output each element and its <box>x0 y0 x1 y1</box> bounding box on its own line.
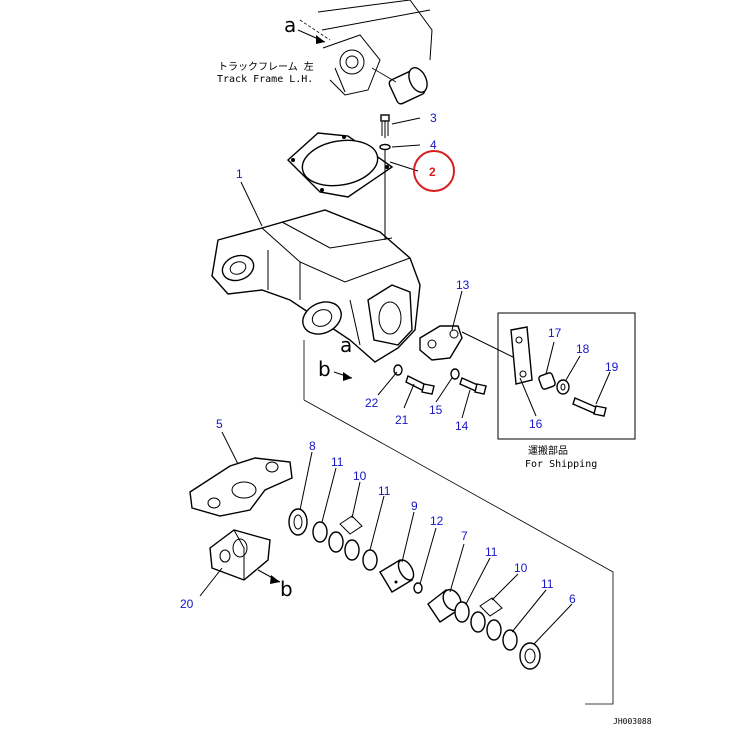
highlight-circle-part-2 <box>413 150 455 192</box>
bolt-part-3 <box>380 114 390 138</box>
leader-lines <box>199 117 611 645</box>
washer-part-4 <box>379 143 391 151</box>
o-ring-part-10b <box>344 539 360 561</box>
shipping-note-jp: 運搬部品 <box>528 444 568 457</box>
bolt-part-21 <box>405 375 435 395</box>
callout-11d[interactable]: 11 <box>541 577 554 591</box>
callout-6[interactable]: 6 <box>569 592 576 606</box>
block-part-20 <box>209 529 271 581</box>
o-ring-part-11a <box>312 521 328 543</box>
track-frame-note-en: Track Frame L.H. <box>217 74 313 85</box>
callout-20[interactable]: 20 <box>180 597 194 611</box>
shaft-part-9 <box>379 559 415 593</box>
ref-letter-b-mid: b <box>318 357 331 381</box>
callout-9[interactable]: 9 <box>411 499 418 513</box>
ref-letter-a-mid: a <box>340 333 352 357</box>
callout-18[interactable]: 18 <box>576 342 590 356</box>
callout-8[interactable]: 8 <box>309 439 316 453</box>
callout-22[interactable]: 22 <box>365 396 379 410</box>
o-ring-part-11c <box>454 601 470 623</box>
ref-letter-b-bottom: b <box>280 577 293 601</box>
callout-5[interactable]: 5 <box>216 417 223 431</box>
shipping-note-en: For Shipping <box>525 459 597 470</box>
callout-15[interactable]: 15 <box>429 403 443 417</box>
callout-2[interactable]: 2 <box>429 165 436 179</box>
seal-part-8 <box>288 508 308 536</box>
callout-10a[interactable]: 10 <box>353 469 367 483</box>
callout-7[interactable]: 7 <box>461 529 468 543</box>
o-ring-part-11d <box>502 629 518 651</box>
callout-13[interactable]: 13 <box>456 278 470 292</box>
callout-21[interactable]: 21 <box>395 413 409 427</box>
callout-14[interactable]: 14 <box>455 419 469 433</box>
callout-11c[interactable]: 11 <box>485 545 498 559</box>
bolt-part-14 <box>459 377 487 395</box>
drawing-number: JH003088 <box>613 717 652 726</box>
washer-part-15 <box>450 368 460 380</box>
o-ring-part-10d <box>486 619 502 641</box>
o-ring-part-10a <box>328 531 344 553</box>
callout-10b[interactable]: 10 <box>514 561 528 575</box>
o-ring-part-11b <box>362 549 378 571</box>
callout-17[interactable]: 17 <box>548 326 562 340</box>
callout-3[interactable]: 3 <box>430 111 437 125</box>
callout-11a[interactable]: 11 <box>331 455 344 469</box>
callout-12[interactable]: 12 <box>430 514 444 528</box>
shipping-parts-box <box>461 312 636 440</box>
plate-part-13 <box>419 325 463 361</box>
seal-part-6 <box>519 642 541 670</box>
ref-letter-a-top: a <box>284 13 296 37</box>
bracket-part-5 <box>189 457 293 517</box>
track-frame-illustration <box>299 0 433 105</box>
track-frame-note-jp: トラックフレーム 左 <box>218 60 314 73</box>
assembly-guide-lines <box>303 399 614 705</box>
o-ring-part-10c <box>470 611 486 633</box>
callout-16[interactable]: 16 <box>529 417 543 431</box>
callout-11b[interactable]: 11 <box>378 484 391 498</box>
callout-1[interactable]: 1 <box>236 167 243 181</box>
callout-4[interactable]: 4 <box>430 138 437 152</box>
plug-part-12 <box>413 582 423 594</box>
cover-plate-part <box>286 132 394 198</box>
idler-bracket-body-part <box>211 209 421 363</box>
callout-19[interactable]: 19 <box>605 360 619 374</box>
